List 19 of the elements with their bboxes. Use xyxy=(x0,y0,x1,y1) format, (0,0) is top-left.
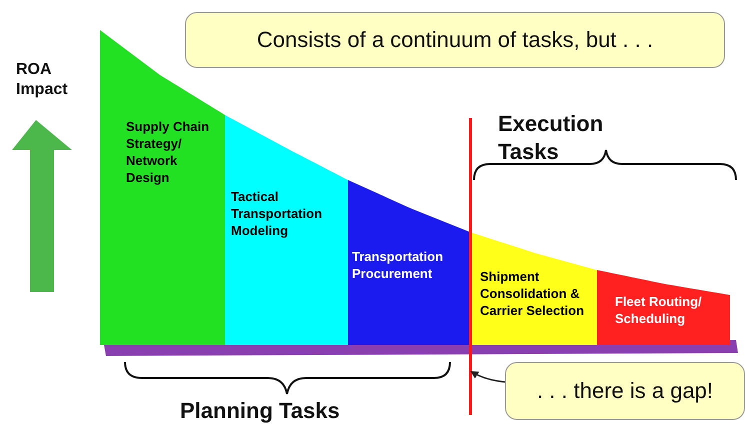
divider-line xyxy=(469,118,472,415)
leader-line xyxy=(470,371,506,383)
task-segment xyxy=(100,30,225,345)
task-segment xyxy=(470,232,597,345)
axis-label: ROA Impact xyxy=(16,60,69,100)
task-segment xyxy=(225,115,348,345)
callout-box xyxy=(185,12,725,68)
segment-label: Tactical Transportation Modeling xyxy=(231,188,324,239)
group-label: Planning Tasks xyxy=(180,398,341,424)
segment-label: Fleet Routing/ Scheduling xyxy=(615,293,703,327)
segment-label: Shipment Consolidation & Carrier Selection xyxy=(480,268,586,319)
segment-label: Transportation Procurement xyxy=(352,248,444,282)
task-segment xyxy=(348,180,470,345)
callout-text: Consists of a continuum of tasks, but . . . xyxy=(256,27,654,53)
group-label: Execution Tasks xyxy=(498,110,604,166)
callout-box xyxy=(505,362,745,420)
segment-label: Supply Chain Strategy/ Network Design xyxy=(126,118,210,186)
task-segment xyxy=(597,270,730,345)
callout-text: . . . there is a gap! xyxy=(536,378,714,404)
